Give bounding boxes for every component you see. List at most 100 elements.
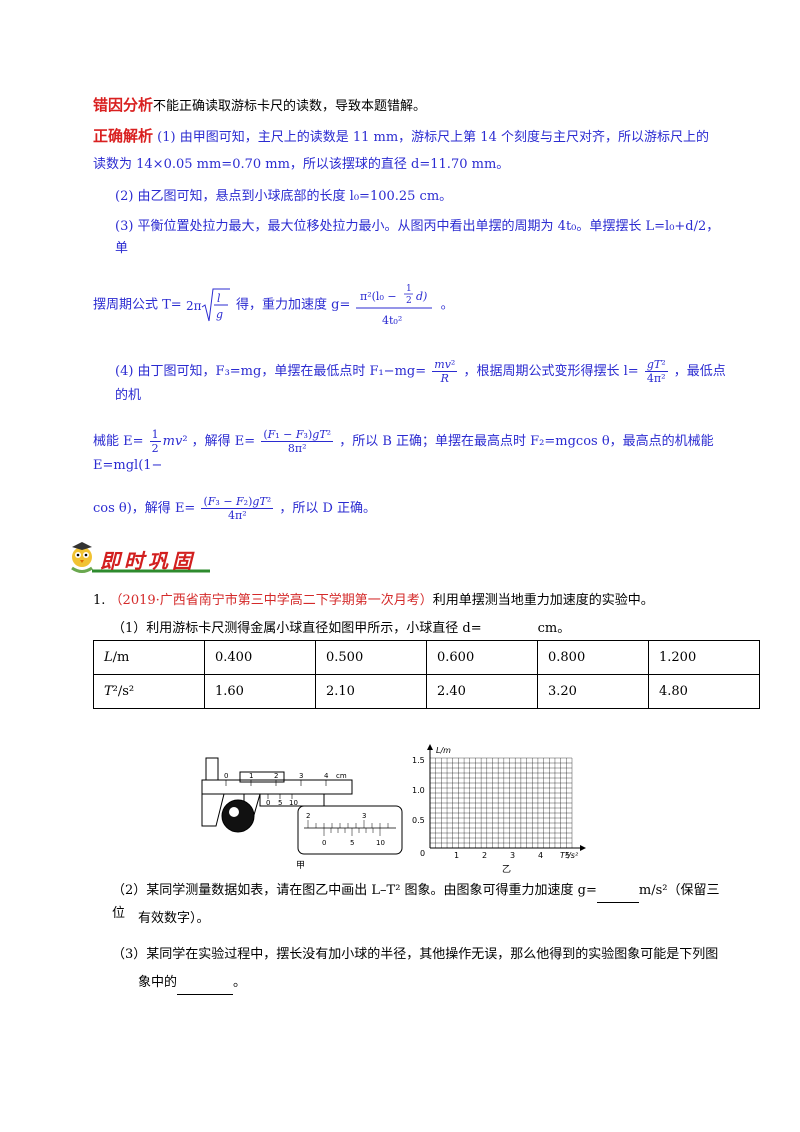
metal-ball bbox=[221, 799, 255, 833]
q2-text: （2）某同学测量数据如表，请在图乙中画出 L–T² 图象。由图象可得重力加速度 … bbox=[112, 883, 597, 898]
error-analysis-line: 错因分析不能正确读取游标卡尺的读数，导致本题错解。 bbox=[93, 94, 730, 118]
question-stem-text: 利用单摆测当地重力加速度的实验中。 bbox=[432, 593, 654, 608]
caliper-main-tick: 2 bbox=[274, 772, 278, 780]
graph-y-tick: 0.5 bbox=[412, 816, 425, 825]
q2-answer-blank[interactable] bbox=[596, 880, 639, 903]
q3-answer-blank[interactable] bbox=[177, 972, 234, 995]
period-formula-sqrt: 2π l g bbox=[186, 288, 230, 322]
lowest-point-force-label: (4) 由丁图可知，F₃=mg，单摆在最低点时 F₁−mg= bbox=[115, 364, 427, 379]
caliper-slider bbox=[239, 771, 285, 783]
graph-ylabel: L/m bbox=[436, 746, 451, 755]
table-cell: 2.10 bbox=[315, 674, 427, 709]
question-part1: （1）利用游标卡尺测得金属小球直径如图甲所示，小球直径 d= cm。 bbox=[112, 618, 730, 641]
answer-d-text: ，所以 D 正确。 bbox=[279, 501, 377, 516]
caliper-vernier-tick: 10 bbox=[289, 799, 298, 807]
data-table: L/m 0.400 0.500 0.600 0.800 1.200 T²/s² … bbox=[93, 640, 760, 709]
caliper-figure-label: 甲 bbox=[296, 860, 305, 871]
graph-x-tick: 1 bbox=[454, 851, 459, 860]
table-cell: 1.60 bbox=[204, 674, 316, 709]
graph-origin: 0 bbox=[420, 849, 425, 858]
table-cell: 3.20 bbox=[537, 674, 649, 709]
zoom-main-tick: 3 bbox=[362, 812, 366, 820]
kinetic-energy-label: 械能 E= bbox=[93, 434, 144, 449]
svg-text:d): d) bbox=[416, 290, 427, 303]
x-axis-arrow-icon bbox=[580, 845, 586, 851]
zoom-vernier-tick: 5 bbox=[350, 839, 354, 847]
table-cell: 0.400 bbox=[204, 640, 316, 675]
table-cell: 0.800 bbox=[537, 640, 649, 675]
row-header-T2: T²/s² bbox=[93, 674, 205, 709]
zoom-main-tick: 2 bbox=[306, 812, 310, 820]
graph-figure-label: 乙 bbox=[502, 864, 511, 875]
analysis-p3-line2: 摆周期公式 T= 2π l g 得，重力加速度 g= π²(l₀ − 1 2 d… bbox=[93, 280, 730, 330]
solve-energy-label-2: cos θ)，解得 E= bbox=[93, 501, 196, 516]
caliper-zoom-inset bbox=[297, 805, 403, 855]
question-part2-line2: 有效数字）。 bbox=[138, 911, 210, 926]
graph-x-tick: 3 bbox=[510, 851, 515, 860]
svg-text:g: g bbox=[216, 308, 223, 321]
table-row: L/m 0.400 0.500 0.600 0.800 1.200 bbox=[93, 640, 760, 675]
correct-analysis-line1: 正确解析 (1) 由甲图可知，主尺上的读数是 11 mm，游标尺上第 14 个刻… bbox=[93, 125, 730, 149]
caliper-vernier-tick: 5 bbox=[278, 799, 282, 807]
q1-answer-blank[interactable] bbox=[481, 618, 538, 641]
svg-text:2π: 2π bbox=[186, 299, 202, 313]
graph-x-tick: 4 bbox=[538, 851, 543, 860]
caliper-vernier-tick: 0 bbox=[266, 799, 270, 807]
consolidation-banner: 即时巩固 bbox=[64, 541, 214, 575]
table-cell: 0.600 bbox=[426, 640, 538, 675]
table-cell: 2.40 bbox=[426, 674, 538, 709]
caliper-upper-jaw bbox=[205, 757, 219, 780]
question-part3-line2: 象中的 。 bbox=[138, 972, 730, 995]
q1-text: （1）利用游标卡尺测得金属小球直径如图甲所示，小球直径 d= bbox=[112, 621, 482, 636]
svg-text:4t₀²: 4t₀² bbox=[382, 314, 402, 327]
graph-y-tick: 1.5 bbox=[412, 756, 425, 765]
caliper-main-tick: 3 bbox=[299, 772, 303, 780]
q3-text: 象中的 bbox=[138, 975, 178, 990]
q2-unit: m/s²（保留三位 bbox=[112, 883, 720, 921]
analysis-p1-line1: (1) 由甲图可知，主尺上的读数是 11 mm，游标尺上第 14 个刻度与主尺对… bbox=[157, 130, 709, 145]
svg-text:1: 1 bbox=[406, 284, 412, 294]
q1-unit: cm。 bbox=[537, 621, 571, 636]
gravity-formula-end: 。 bbox=[440, 297, 454, 313]
lowest-energy-label: ，最低点的机 bbox=[115, 364, 726, 403]
zoom-vernier-tick: 0 bbox=[322, 839, 326, 847]
correct-analysis-tag: 正确解析 bbox=[93, 127, 154, 145]
question-part3-line1: （3）某同学在实验过程中，摆长没有加小球的半径，其他操作无误，那么他得到的实验图… bbox=[112, 947, 719, 962]
period-formula-label: 摆周期公式 T= bbox=[93, 297, 182, 313]
caliper-unit: cm bbox=[336, 772, 347, 780]
question-source: （2019·广西省南宁市第三中学高二下学期第一次月考） bbox=[109, 593, 433, 608]
table-row: T²/s² 1.60 2.10 2.40 3.20 4.80 bbox=[93, 674, 760, 709]
analysis-p2: (2) 由乙图可知，悬点到小球底部的长度 l₀=100.25 cm。 bbox=[115, 189, 453, 204]
y-axis-arrow-icon bbox=[427, 744, 433, 750]
solve-energy-label: ，解得 E= bbox=[191, 434, 256, 449]
graph-xlabel: T²/s² bbox=[560, 851, 579, 860]
caliper-main-tick: 4 bbox=[324, 772, 329, 780]
table-cell: 0.500 bbox=[315, 640, 427, 675]
question-part2-line1: （2）某同学测量数据如表，请在图乙中画出 L–T² 图象。由图象可得重力加速度 … bbox=[112, 880, 730, 925]
svg-text:2: 2 bbox=[406, 296, 412, 306]
question-stem: 1. （2019·广西省南宁市第三中学高二下学期第一次月考）利用单摆测当地重力加… bbox=[93, 590, 730, 612]
graph-x-tick: 2 bbox=[482, 851, 487, 860]
analysis-p3-line1: (3) 平衡位置处拉力最大，最大位移处拉力最小。从图丙中看出单摆的周期为 4t₀… bbox=[115, 219, 720, 256]
error-analysis-text: 不能正确读取游标卡尺的读数，导致本题错解。 bbox=[153, 99, 427, 114]
question-number: 1. bbox=[93, 593, 106, 608]
gravity-formula-fraction: π²(l₀ − 1 2 d) 4t₀² bbox=[356, 284, 433, 327]
owl-icon bbox=[71, 542, 210, 573]
analysis-p1-line2: 读数为 14×0.05 mm=0.70 mm，所以该摆球的直径 d=11.70 … bbox=[93, 157, 510, 172]
graph-y-tick: 1.0 bbox=[412, 786, 425, 795]
table-cell: 4.80 bbox=[648, 674, 760, 709]
gravity-formula-label: 得，重力加速度 g= bbox=[235, 297, 351, 313]
zoom-vernier-tick: 10 bbox=[376, 839, 385, 847]
q3-end: 。 bbox=[233, 975, 247, 990]
graph-x-tick: 5 bbox=[565, 851, 570, 860]
table-cell: 1.200 bbox=[648, 640, 760, 675]
row-header-L: L/m bbox=[93, 640, 205, 675]
svg-text:π²(l₀ −: π²(l₀ − bbox=[360, 290, 397, 303]
